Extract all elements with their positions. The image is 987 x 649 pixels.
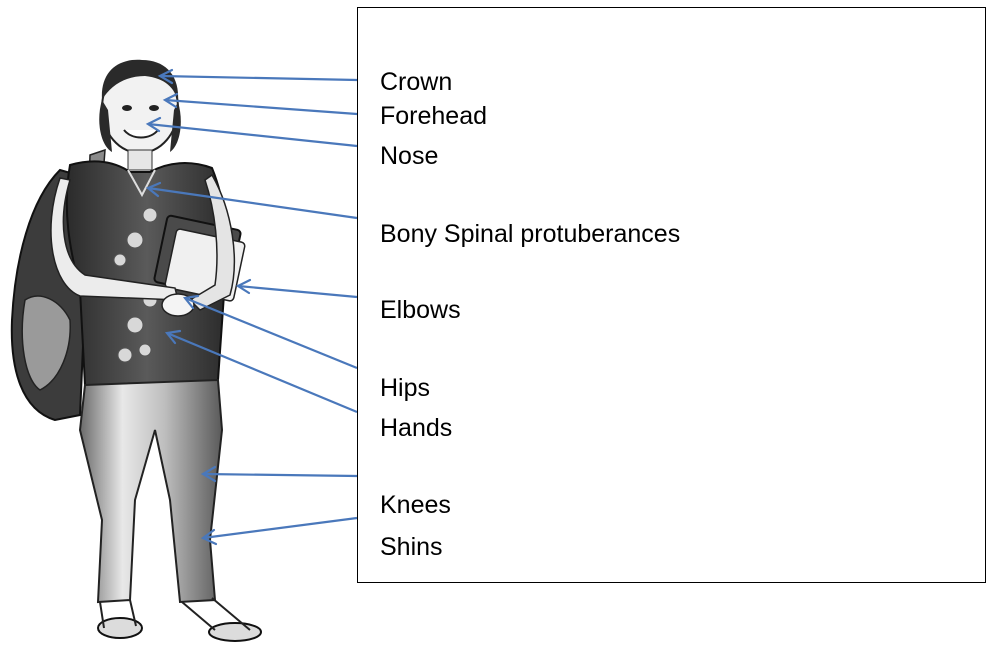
label-nose: Nose [380,141,438,171]
arrow-crown [160,76,357,80]
label-hands: Hands [380,413,452,443]
label-crown: Crown [380,67,452,97]
student-figure-illustration [12,60,261,641]
body-parts-label-box: Crown Forehead Nose Bony Spinal protuber… [357,7,986,583]
pants [80,380,222,602]
arrow-knees [203,474,357,476]
label-knees: Knees [380,490,451,520]
label-forehead: Forehead [380,101,487,131]
arrow-shins [203,518,357,538]
label-hips: Hips [380,373,430,403]
arrow-elbows [238,286,357,297]
label-bony-spinal-protuberances: Bony Spinal protuberances [380,219,680,249]
arrow-forehead [165,100,357,114]
label-shins: Shins [380,532,443,562]
label-elbows: Elbows [380,295,461,325]
right-foot [209,623,261,641]
